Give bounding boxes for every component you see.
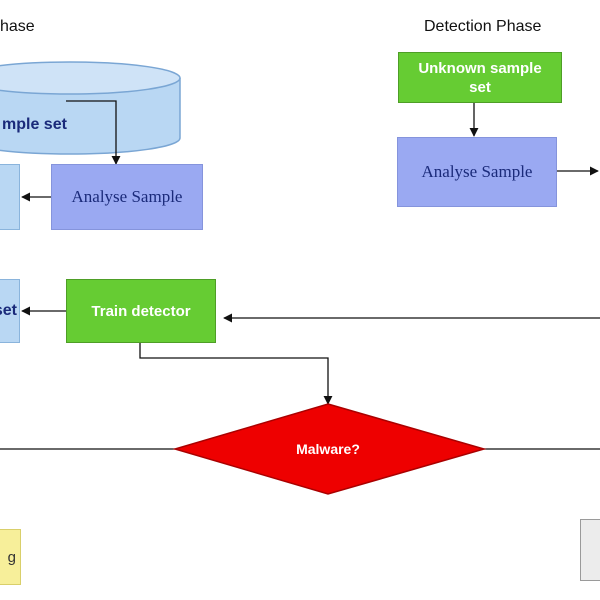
- train-detector-box: Train detector: [66, 279, 216, 343]
- arrow-train-to-malware: [139, 343, 333, 405]
- bottom-left-outcome-box: g: [0, 529, 21, 585]
- arrow-database-to-analyse: [66, 100, 121, 165]
- sample-set-label: mple set: [2, 116, 67, 133]
- malware-decision-diamond: [172, 403, 487, 495]
- store-box-left: [0, 164, 20, 230]
- detection-phase-title: Detection Phase: [424, 18, 542, 35]
- analyse-sample-right: Analyse Sample: [397, 137, 557, 207]
- sample-set-database: [0, 61, 181, 155]
- malware-decision-label: Malware?: [296, 441, 360, 457]
- feature-set-box: set: [0, 279, 20, 343]
- feature-set-label: set: [0, 302, 17, 319]
- training-phase-title: hase: [0, 18, 35, 35]
- bottom-right-outcome-box: [580, 519, 600, 581]
- unknown-sample-set-box: Unknown sample set: [398, 52, 562, 103]
- bottom-left-outcome-label: g: [7, 548, 16, 566]
- analyse-sample-left: Analyse Sample: [51, 164, 203, 230]
